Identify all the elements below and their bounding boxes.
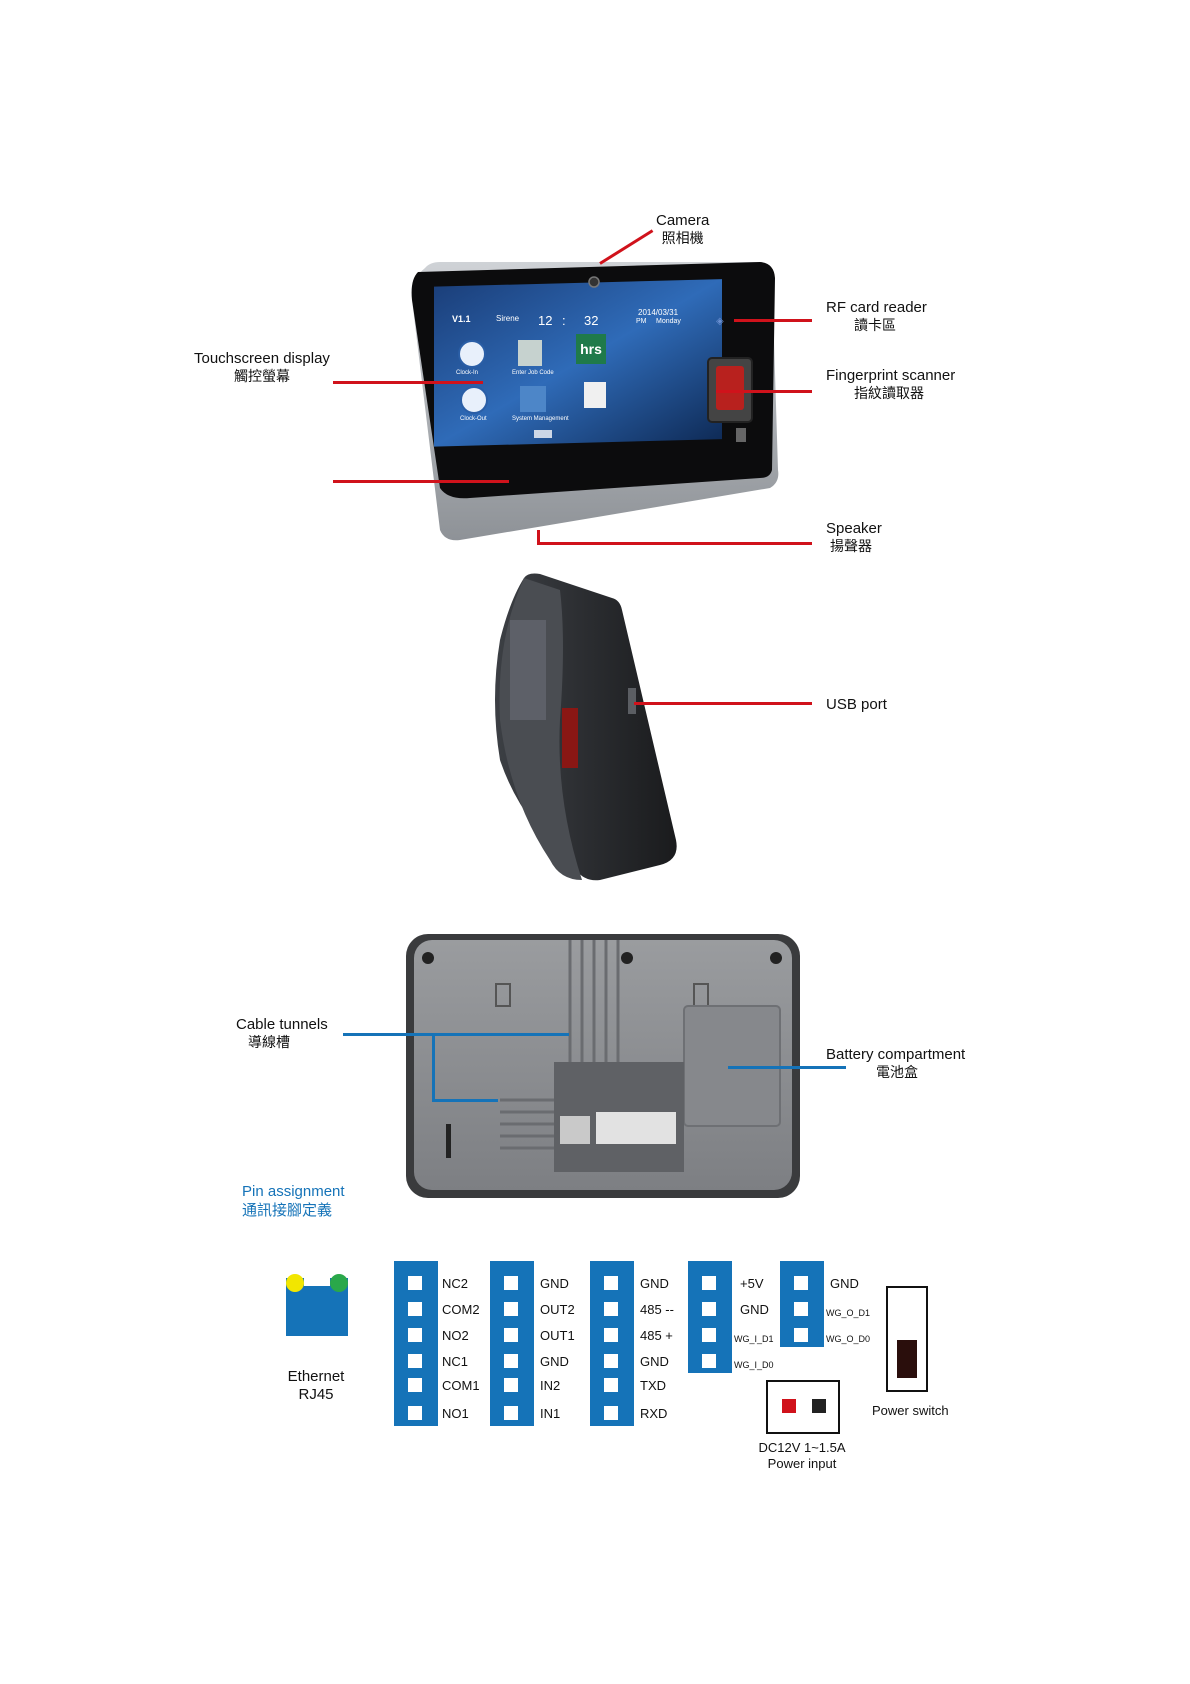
tile-system-management: System Management xyxy=(512,416,569,422)
document-icon[interactable] xyxy=(584,382,606,408)
screen-ampm: PM xyxy=(636,318,647,325)
job-code-icon[interactable] xyxy=(518,340,542,366)
pin-block-serial xyxy=(590,1261,634,1426)
pin-label: WG_I_D1 xyxy=(734,1334,774,1344)
pin-label: IN1 xyxy=(540,1406,561,1421)
screen-hour: 12 xyxy=(538,313,553,328)
usb-callout-line xyxy=(634,702,812,705)
screen-brand: Sirene xyxy=(496,314,520,323)
pin-label: RXD xyxy=(640,1406,668,1421)
pin-label: NO2 xyxy=(442,1328,469,1343)
front-device: ◈ xyxy=(411,262,779,541)
pin-label: COM1 xyxy=(442,1378,480,1393)
pin-label: 485 + xyxy=(640,1328,673,1343)
power-switch-label: Power switch xyxy=(872,1403,949,1418)
pin-label: 485 -- xyxy=(640,1302,674,1317)
pin-label: OUT2 xyxy=(540,1302,575,1317)
pin-block-wiegand-in xyxy=(688,1261,732,1373)
hrs-logo: hrs xyxy=(576,334,606,364)
pin-label: COM2 xyxy=(442,1302,480,1317)
screen-date: 2014/03/31 xyxy=(638,308,679,317)
pin-label: GND xyxy=(640,1354,669,1369)
pin-label: GND xyxy=(740,1302,769,1317)
frame-callout-line xyxy=(333,480,509,483)
ethernet-led-green-icon xyxy=(330,1274,348,1292)
pin-label: OUT1 xyxy=(540,1328,575,1343)
screen-ui: V1.1 Sirene 12 : 32 2014/03/31 PM Monday… xyxy=(450,308,700,442)
pin-block-relay xyxy=(394,1261,438,1426)
rf-callout-line xyxy=(734,319,812,322)
pin-label: NO1 xyxy=(442,1406,469,1421)
pin-label: IN2 xyxy=(540,1378,561,1393)
cable-callout-line xyxy=(343,1033,569,1036)
pin-block-wiegand-out xyxy=(780,1261,824,1347)
pin-label: NC1 xyxy=(442,1354,469,1369)
touchscreen-callout-line xyxy=(333,381,483,384)
cable-callout-vline xyxy=(432,1033,435,1101)
tile-job-code: Enter Job Code xyxy=(512,370,554,376)
svg-text:◈: ◈ xyxy=(716,316,724,327)
speaker-callout-vline xyxy=(537,530,540,544)
speaker-callout-line xyxy=(537,542,812,545)
power-negative-icon xyxy=(812,1399,826,1413)
pin-label: TXD xyxy=(640,1378,666,1393)
pin-label: GND xyxy=(640,1276,669,1291)
screen-weekday: Monday xyxy=(656,318,681,325)
pin-label: WG_O_D0 xyxy=(826,1334,871,1344)
usb-label: USB port xyxy=(826,696,887,713)
ethernet-led-yellow-icon xyxy=(286,1274,304,1292)
power-switch[interactable] xyxy=(886,1286,928,1392)
tile-clock-out: Clock-Out xyxy=(460,416,487,422)
keyboard-icon[interactable] xyxy=(534,430,552,438)
system-management-icon[interactable] xyxy=(520,386,546,412)
pin-label: WG_O_D1 xyxy=(826,1308,871,1318)
clock-in-icon[interactable] xyxy=(458,340,486,368)
tile-clock-in: Clock-In xyxy=(456,370,479,376)
camera-lens xyxy=(588,276,600,288)
pin-label: NC2 xyxy=(442,1276,469,1291)
usb-port xyxy=(628,688,636,714)
power-input-jack xyxy=(766,1380,840,1434)
side-device xyxy=(495,573,677,881)
screen-minute: 32 xyxy=(584,313,599,328)
pin-label: GND xyxy=(540,1354,569,1369)
power-positive-icon xyxy=(782,1399,796,1413)
pin-block-io xyxy=(490,1261,534,1426)
pin-label: WG_I_D0 xyxy=(734,1360,774,1370)
battery-callout-line xyxy=(728,1066,846,1069)
power-switch-toggle[interactable] xyxy=(897,1340,917,1378)
fingerprint-callout-line xyxy=(716,390,812,393)
cable-callout-line-2 xyxy=(432,1099,498,1102)
pin-label: GND xyxy=(540,1276,569,1291)
screen-version: V1.1 xyxy=(452,314,471,324)
pin-label: +5V xyxy=(740,1276,764,1291)
clock-out-icon[interactable] xyxy=(460,386,488,414)
pin-label: GND xyxy=(830,1276,859,1291)
